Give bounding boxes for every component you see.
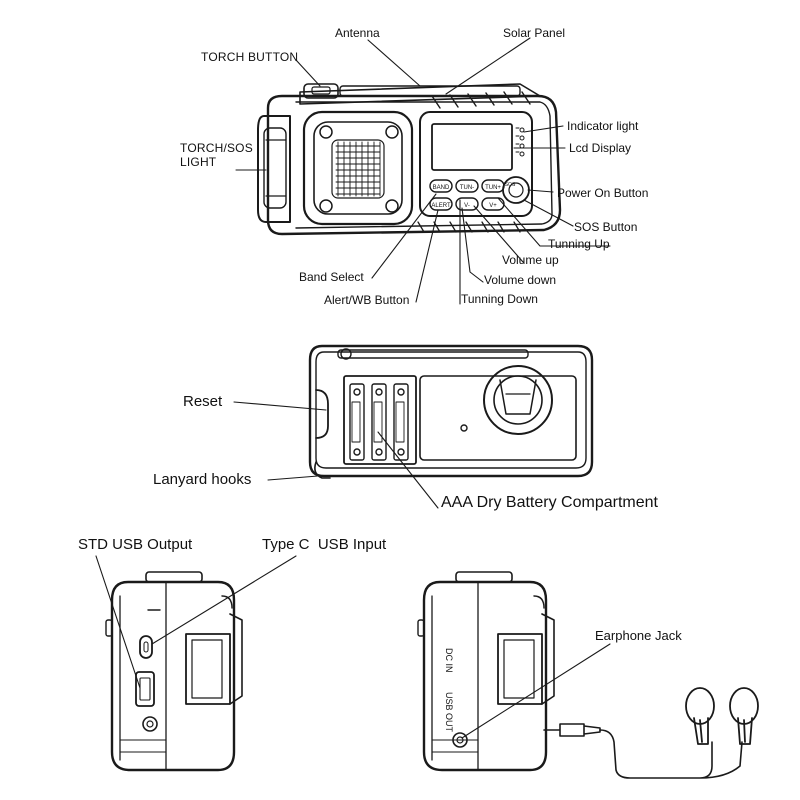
battery-compartment <box>343 375 417 465</box>
reset-bump <box>315 389 329 439</box>
back-view-radio <box>308 344 594 479</box>
left-side-top <box>145 571 203 583</box>
indicator-lights <box>515 127 525 157</box>
leader-band-select <box>371 193 437 279</box>
label-antenna: Antenna <box>335 26 380 40</box>
alert-button <box>429 197 453 211</box>
label-solar-panel: Solar Panel <box>503 26 566 40</box>
label-std-usb-output: STD USB Output <box>78 536 193 553</box>
label-alert-wb-button: Alert/WB Button <box>324 293 410 307</box>
lcd-display <box>431 123 513 171</box>
speaker-frame <box>302 110 414 226</box>
display-panel <box>419 111 533 217</box>
earphone-plug <box>543 723 601 737</box>
band-button-label: BAND <box>433 185 450 191</box>
leader-volume-up <box>473 205 524 263</box>
torch-sos-light <box>257 115 291 223</box>
leader-volume-down <box>461 207 484 283</box>
leader-tunning-up <box>497 197 611 247</box>
label-tunning-up: Tunning Up <box>548 237 610 251</box>
torch-button <box>303 83 339 99</box>
label-lcd-display: Lcd Display <box>569 141 632 155</box>
left-side-view-radio <box>105 571 243 772</box>
label-torch-sos-light-line1: TORCH/SOS <box>180 141 253 155</box>
label-type-c-usb-input: Type C USB Input <box>262 536 387 553</box>
label-indicator-light: Indicator light <box>567 119 639 133</box>
leader-lines <box>95 37 611 739</box>
v-minus-button-label: V- <box>464 203 470 209</box>
label-sos-button: SOS Button <box>574 220 638 234</box>
speaker-grille <box>331 139 385 199</box>
back-antenna <box>337 349 529 359</box>
leader-reset <box>233 401 327 411</box>
label-torch-sos-light-line2: LIGHT <box>180 155 217 169</box>
leader-earphone <box>461 643 611 739</box>
label-band-select: Band Select <box>299 270 364 284</box>
right-side-body <box>422 580 548 772</box>
v-minus-button <box>455 197 479 211</box>
label-torch-button: TORCH BUTTON <box>201 50 299 64</box>
earbud-right <box>729 687 759 745</box>
tun-plus-button-label: TUN+ <box>485 185 501 191</box>
leader-torch-button <box>295 59 321 87</box>
sos-button-label: SOS <box>505 182 516 188</box>
right-side-view-radio <box>417 571 555 772</box>
earbud-left <box>685 687 715 745</box>
leader-antenna <box>367 39 421 87</box>
earphone-cable <box>599 729 743 779</box>
alert-button-label: ALERT <box>431 203 451 209</box>
leader-type-c <box>151 555 297 645</box>
type-c-port <box>139 635 153 659</box>
v-plus-button-label: V+ <box>489 203 497 209</box>
solar-panel-fins <box>431 91 531 109</box>
dc-in-label: DC IN <box>444 648 454 673</box>
front-view-radio <box>257 83 562 236</box>
band-button <box>429 179 453 193</box>
leader-alert-wb <box>415 209 439 303</box>
label-battery-compartment: AAA Dry Battery Compartment <box>441 494 658 511</box>
leader-std-usb <box>95 555 141 689</box>
back-body <box>308 344 594 478</box>
label-volume-up: Volume up <box>502 253 559 267</box>
radio-body <box>266 94 562 236</box>
leader-sos-button <box>523 199 574 227</box>
std-usb-port <box>135 671 155 707</box>
leader-solar-panel <box>445 37 531 95</box>
v-plus-button <box>481 197 505 211</box>
leader-battery <box>377 431 439 509</box>
left-side-body <box>110 580 236 772</box>
power-sos-knob <box>502 176 530 204</box>
leader-lanyard <box>267 475 319 481</box>
tun-minus-button-label: TUN- <box>460 185 474 191</box>
label-power-on-button: Power On Button <box>557 186 649 200</box>
label-earphone-jack: Earphone Jack <box>595 628 682 643</box>
earphones <box>543 687 759 779</box>
leader-power-on <box>527 189 554 193</box>
leader-indicator-light <box>523 125 564 133</box>
lanyard-hook <box>314 461 331 479</box>
label-reset: Reset <box>183 393 223 410</box>
tun-minus-button <box>455 179 479 193</box>
label-volume-down: Volume down <box>484 273 557 287</box>
top-housing <box>299 83 541 105</box>
right-side-top <box>455 571 513 583</box>
hand-crank <box>483 365 553 435</box>
label-lanyard-hooks: Lanyard hooks <box>153 471 252 488</box>
bottom-vents <box>417 221 521 233</box>
usb-out-label: USB OUT <box>444 692 454 733</box>
label-tunning-down: Tunning Down <box>461 292 538 306</box>
